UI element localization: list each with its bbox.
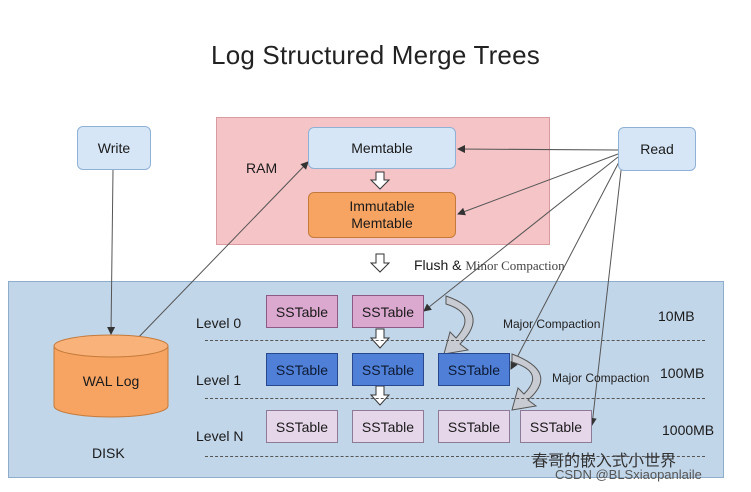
- read-to-memtable-arrow: [457, 145, 619, 154]
- level0-down-arrow: [369, 328, 391, 349]
- level-divider: [205, 456, 705, 457]
- diagram-title: Log Structured Merge Trees: [211, 40, 540, 70]
- sstable-leveln: SSTable: [352, 410, 424, 443]
- sstable-level0: SSTable: [352, 295, 424, 328]
- flush-prefix: Flush &: [414, 257, 462, 273]
- watermark-line1: 春哥的嵌入式小世界: [532, 453, 677, 470]
- sstable-leveln: SSTable: [438, 410, 510, 443]
- major-compaction-curve-0: [443, 295, 474, 355]
- read-node: Read: [618, 127, 696, 171]
- immutable-label-line1: Immutable: [349, 198, 415, 214]
- immutable-label-line2: Memtable: [351, 215, 413, 231]
- wal-log-cylinder: [53, 334, 169, 418]
- level-divider: [205, 398, 705, 399]
- read-to-level0-arrow: [423, 156, 619, 312]
- sstable-level1: SSTable: [266, 353, 338, 386]
- read-to-levelN-arrow: [588, 161, 623, 426]
- flush-suffix: Minor Compaction: [465, 258, 565, 273]
- read-to-immutable-arrow: [457, 153, 619, 216]
- level-n-size: 1000MB: [662, 422, 715, 438]
- wal-to-memtable-arrow: [133, 161, 309, 343]
- flush-label: Flush & Minor Compaction: [414, 257, 565, 274]
- sstable-level1: SSTable: [352, 353, 424, 386]
- major-compaction-label: Major Compaction: [552, 371, 650, 385]
- sstable-level1: SSTable: [438, 353, 510, 386]
- flush-down-arrow: [369, 253, 391, 273]
- level-1-label: Level 1: [196, 372, 242, 388]
- watermark-line2: CSDN @BLSxiaopanlaile: [555, 467, 702, 482]
- immutable-memtable-node: Immutable Memtable: [308, 192, 456, 238]
- level-1-size: 100MB: [660, 365, 705, 381]
- sstable-leveln: SSTable: [266, 410, 338, 443]
- write-to-wal-arrow: [107, 169, 116, 335]
- level-divider: [205, 340, 705, 341]
- memtable-down-arrow: [369, 171, 391, 190]
- major-compaction-curve-1: [511, 353, 542, 411]
- sstable-leveln: SSTable: [520, 410, 592, 443]
- wal-log-label: WAL Log: [82, 373, 140, 389]
- level1-down-arrow: [369, 385, 391, 406]
- level-n-label: Level N: [196, 428, 244, 444]
- read-to-level1-arrow: [510, 159, 621, 370]
- write-node: Write: [77, 126, 151, 170]
- ram-label: RAM: [246, 160, 278, 176]
- disk-label: DISK: [92, 445, 125, 461]
- memtable-node: Memtable: [308, 127, 456, 169]
- level-0-label: Level 0: [196, 315, 242, 331]
- major-compaction-label: Major Compaction: [503, 317, 601, 331]
- sstable-level0: SSTable: [266, 295, 338, 328]
- level-0-size: 10MB: [658, 308, 695, 324]
